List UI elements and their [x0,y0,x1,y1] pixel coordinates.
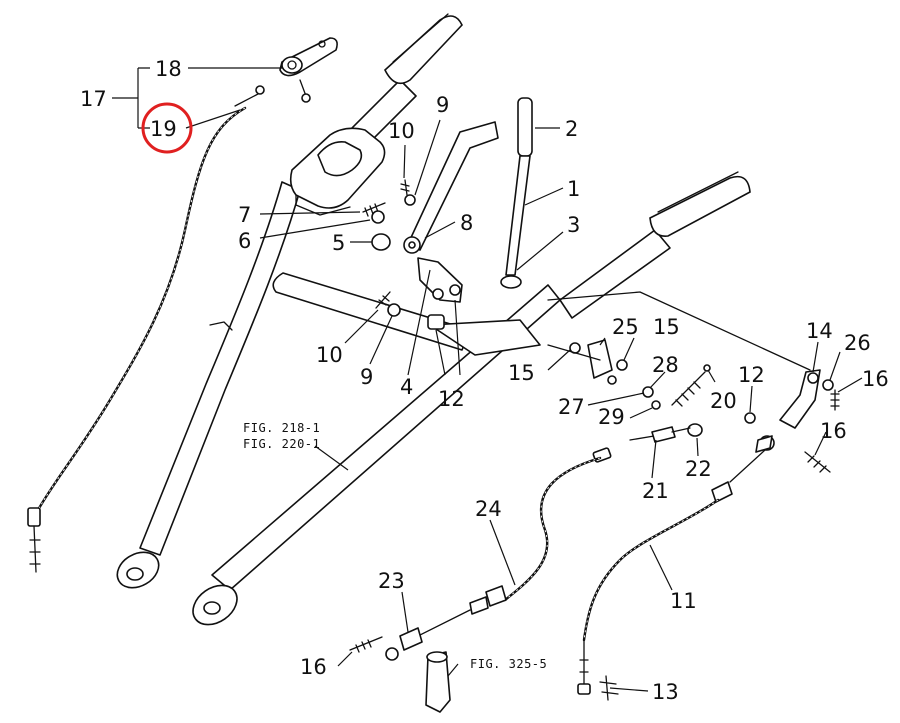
callout-10-bottom: 10 [316,343,343,367]
callout-14: 14 [806,319,833,343]
callout-6: 6 [238,229,251,253]
leader-lines [112,67,863,692]
fig-ref-218-1: FIG. 218-1 [243,421,320,435]
lever-bracket [417,257,463,303]
highlight-circle [141,102,193,154]
callout-16-bottom: 16 [300,655,327,679]
callout-16-right: 16 [862,367,889,391]
callout-21: 21 [642,479,669,503]
cable-bracket-18 [279,37,338,103]
hardware-cluster-right [569,339,840,473]
callout-15-left: 15 [508,361,535,385]
callout-22: 22 [685,457,712,481]
left-handle-arm [116,13,463,589]
callout-8: 8 [460,211,473,235]
control-panel-pad [289,127,386,216]
callout-13: 13 [652,680,679,704]
callout-26: 26 [844,331,871,355]
cross-bar [272,272,541,356]
callout-16-lower: 16 [820,419,847,443]
callout-10-top: 10 [388,119,415,143]
callout-17: 17 [80,87,107,111]
cable-19 [27,85,265,573]
callout-23: 23 [378,569,405,593]
callout-5: 5 [332,231,345,255]
hardware-cluster-left [209,179,445,331]
fig-ref-325-5: FIG. 325-5 [470,657,547,671]
callout-2: 2 [565,117,578,141]
callout-19: 19 [150,117,177,141]
callout-11: 11 [670,589,697,613]
callout-7: 7 [238,203,251,227]
callout-4: 4 [400,375,413,399]
callout-25: 25 [612,315,639,339]
callout-9-bottom: 9 [360,365,373,389]
linkage-arm [425,651,451,713]
callout-28: 28 [652,353,679,377]
shift-lever [500,97,533,289]
callout-27: 27 [558,395,585,419]
callout-12-right: 12 [738,363,765,387]
callout-15-right: 15 [653,315,680,339]
clutch-lever [403,121,499,254]
callout-20: 20 [710,389,737,413]
callout-9-top: 9 [436,93,449,117]
callout-29: 29 [598,405,625,429]
callout-labels: 17 18 19 1 2 3 9 10 7 6 5 8 10 9 4 12 25… [80,57,889,704]
callout-1: 1 [567,177,580,201]
fig-ref-220-1: FIG. 220-1 [243,437,320,451]
cable-24 [349,426,691,661]
callout-12-left: 12 [438,387,465,411]
callout-3: 3 [567,213,580,237]
callout-24: 24 [475,497,502,521]
cable-11 [577,435,773,701]
callout-18: 18 [155,57,182,81]
